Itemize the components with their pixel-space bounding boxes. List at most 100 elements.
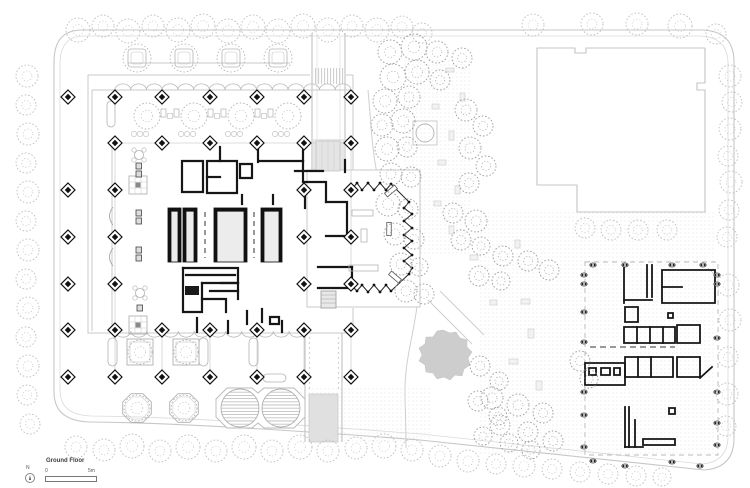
ornate-planter bbox=[126, 338, 154, 366]
hatch-dot bbox=[337, 387, 340, 389]
tree-canopy bbox=[127, 339, 153, 365]
zigzag-node bbox=[389, 289, 393, 293]
mini-column-dot bbox=[622, 263, 625, 267]
tree-inner bbox=[544, 265, 554, 275]
tree-canopy bbox=[475, 155, 497, 177]
tree-canopy bbox=[15, 64, 39, 88]
formal-tree-planter bbox=[127, 48, 147, 68]
tree-inner bbox=[400, 285, 412, 297]
tree-canopy bbox=[715, 415, 737, 437]
tree-inner bbox=[182, 441, 194, 453]
tree-canopy bbox=[715, 382, 739, 406]
column-marker bbox=[343, 229, 359, 245]
tree-canopy bbox=[123, 394, 151, 422]
terrace-seat bbox=[220, 108, 227, 118]
tree-canopy bbox=[538, 259, 560, 281]
tree-inner bbox=[495, 420, 505, 430]
column-marker bbox=[296, 369, 312, 385]
formal-tree-planter bbox=[221, 48, 241, 68]
zigzag-node bbox=[372, 283, 376, 287]
column-core bbox=[253, 326, 261, 334]
column-marker bbox=[249, 322, 265, 338]
hall-counter bbox=[360, 228, 368, 243]
tree-canopy bbox=[65, 17, 91, 43]
tree-inner bbox=[281, 109, 295, 123]
tree-canopy bbox=[400, 166, 422, 188]
tree-canopy bbox=[425, 40, 449, 64]
tree-inner bbox=[724, 70, 736, 82]
tree-canopy bbox=[429, 69, 451, 91]
mini-column-dot bbox=[584, 282, 587, 286]
wall-brace bbox=[109, 247, 114, 267]
pool-circle bbox=[220, 388, 260, 428]
zigzag-node bbox=[402, 219, 406, 223]
fin-block bbox=[213, 207, 248, 263]
tree-inner bbox=[234, 109, 248, 123]
column-core bbox=[300, 326, 308, 334]
tree-canopy bbox=[64, 435, 88, 459]
tree-canopy bbox=[521, 13, 545, 37]
tree-canopy bbox=[15, 268, 37, 290]
tree-canopy bbox=[16, 122, 40, 146]
tree-inner bbox=[456, 235, 466, 245]
column-core bbox=[300, 186, 308, 194]
tree-inner bbox=[725, 176, 737, 188]
small-planter bbox=[135, 170, 142, 178]
tree-canopy bbox=[404, 59, 430, 85]
pavilion-bench bbox=[388, 270, 402, 284]
hatch-dot bbox=[308, 367, 311, 369]
tree-inner bbox=[402, 142, 412, 152]
zigzag-node bbox=[410, 239, 414, 243]
interior-wall bbox=[600, 367, 611, 376]
tree-inner bbox=[722, 279, 734, 291]
tree-canopy bbox=[667, 13, 693, 39]
shrub bbox=[178, 131, 184, 137]
tree-canopy bbox=[274, 102, 302, 130]
tree-inner bbox=[724, 123, 736, 135]
interior-wall bbox=[676, 324, 701, 344]
tree-inner bbox=[722, 232, 732, 242]
ornate-planter-inner bbox=[175, 341, 197, 363]
tree-canopy bbox=[316, 439, 340, 463]
tree-inner bbox=[603, 469, 613, 479]
column-core bbox=[64, 93, 72, 101]
garden-bench bbox=[520, 298, 531, 305]
mini-column-dot bbox=[581, 282, 584, 286]
tree-inner bbox=[657, 472, 667, 482]
tree-canopy bbox=[403, 228, 425, 250]
small-planter bbox=[136, 304, 143, 312]
hatch-dot bbox=[337, 377, 340, 379]
tree-canopy bbox=[512, 454, 536, 478]
empty-plot-outline bbox=[536, 47, 706, 213]
tree-inner bbox=[462, 455, 474, 467]
mini-column-dot bbox=[584, 445, 587, 449]
column-marker bbox=[154, 135, 170, 151]
column-marker bbox=[60, 369, 76, 385]
tree-inner bbox=[474, 271, 484, 281]
column-marker bbox=[296, 229, 312, 245]
tree-canopy bbox=[717, 145, 739, 167]
tree-inner bbox=[396, 21, 408, 33]
tree-canopy bbox=[372, 88, 398, 114]
zigzag-wall bbox=[351, 182, 413, 293]
mini-column-dot bbox=[584, 273, 587, 277]
planter-pill bbox=[107, 337, 118, 367]
terrace-seat bbox=[267, 108, 274, 118]
fin-cap bbox=[214, 208, 247, 212]
tree-canopy bbox=[375, 191, 401, 217]
tree-inner bbox=[606, 225, 616, 235]
hatch-dot bbox=[308, 357, 311, 359]
hatch-dot bbox=[308, 382, 311, 384]
column-core bbox=[253, 139, 261, 147]
small-planter bbox=[135, 209, 142, 217]
planter-pill bbox=[248, 337, 259, 367]
mini-column-dot bbox=[584, 413, 587, 417]
tree-inner bbox=[548, 436, 558, 446]
tree-canopy bbox=[569, 461, 591, 483]
hatch-dot bbox=[337, 357, 340, 359]
tree-inner bbox=[523, 256, 533, 266]
column-marker bbox=[343, 322, 359, 338]
tree-canopy bbox=[442, 202, 464, 224]
column-core bbox=[347, 186, 355, 194]
mini-column-dot bbox=[717, 421, 720, 425]
